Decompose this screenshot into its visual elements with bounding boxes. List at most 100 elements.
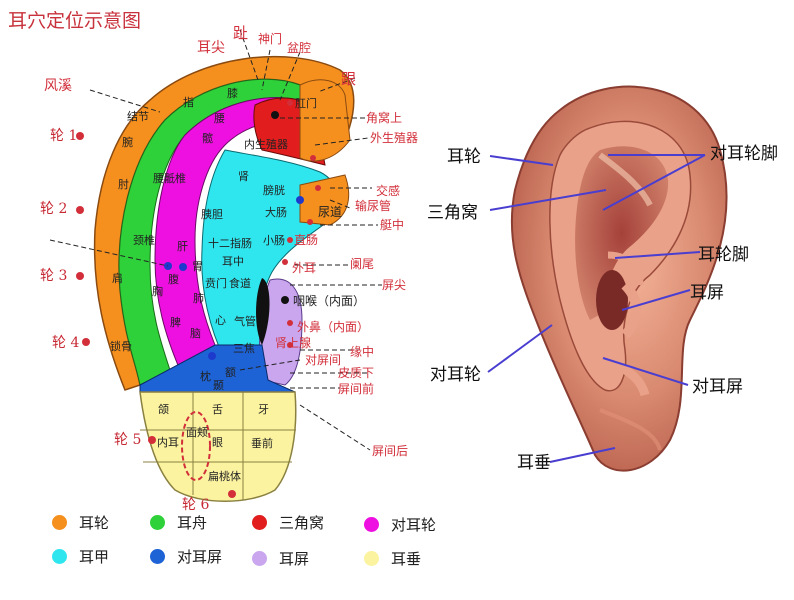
region-temple: 颞 xyxy=(213,379,224,392)
legend-dot xyxy=(252,515,267,530)
label-wind-stream: 风溪 xyxy=(44,78,72,94)
label-tri-fossa-upper: 角窝上 xyxy=(366,110,402,125)
legend-dot xyxy=(150,549,165,564)
legend-dot xyxy=(364,551,379,566)
region-abdomen: 腹 xyxy=(168,272,179,286)
label-anterior-intertragic: 屏间前 xyxy=(338,381,374,396)
color-legend: 耳轮 耳舟 三角窝 对耳轮 耳甲 对耳屏 耳屏 耳垂 xyxy=(52,508,472,588)
region-lumbar: 腰骶椎 xyxy=(153,171,186,185)
right-label-crura-antihelix: 对耳轮脚 xyxy=(710,144,778,164)
region-heart: 心 xyxy=(215,314,226,327)
region-neck-vertebra: 颈椎 xyxy=(133,233,155,247)
region-ear-center: 耳中 xyxy=(222,255,244,268)
label-tragus-apex: 屏尖 xyxy=(382,278,406,292)
label-appendix: 阑尾 xyxy=(350,256,374,271)
right-label-tragus: 耳屏 xyxy=(690,283,724,303)
right-label-helix-crus: 耳轮脚 xyxy=(698,245,749,265)
region-liver: 肝 xyxy=(177,240,188,253)
label-posterior-intertragic: 屏间后 xyxy=(372,444,408,458)
label-pharynx: 咽喉（内面） xyxy=(293,294,365,308)
region-trachea: 气管 xyxy=(234,314,256,328)
legend-item-scapha: 耳舟 xyxy=(150,512,207,533)
label-helix3: 轮 3 xyxy=(40,268,67,284)
label-subcortex: 皮质下 xyxy=(338,366,374,380)
label-ureter: 输尿管 xyxy=(355,198,391,213)
right-label-antihelix: 对耳轮 xyxy=(430,365,481,385)
label-adrenal: 肾上腺 xyxy=(275,336,311,350)
label-sympathetic: 交感 xyxy=(376,183,400,198)
label-helix5: 轮 5 xyxy=(114,432,141,448)
page-title: 耳穴定位示意图 xyxy=(8,10,142,32)
region-shoulder: 肩 xyxy=(112,271,123,285)
label-pelvic: 盆腔 xyxy=(287,40,311,55)
legend-dot xyxy=(52,515,67,530)
legend-dot xyxy=(150,515,165,530)
right-label-lobe: 耳垂 xyxy=(517,453,551,473)
legend-label: 耳舟 xyxy=(177,514,208,532)
region-waist: 腰 xyxy=(214,112,225,125)
region-cardia: 贲门 xyxy=(205,276,227,290)
label-external-genitals: 外生殖器 xyxy=(370,130,418,145)
region-knee: 膝 xyxy=(227,87,238,100)
label-shenmen: 神门 xyxy=(258,31,282,46)
region-brain: 脑 xyxy=(190,327,201,340)
region-face-cheek: 面颊 xyxy=(186,426,208,439)
legend-label: 耳垂 xyxy=(391,550,422,568)
legend-item-tragus: 耳屏 xyxy=(252,548,309,569)
legend-item-helix: 耳轮 xyxy=(52,512,109,533)
label-stem-middle: 艇中 xyxy=(380,217,404,232)
region-triple-burner: 三焦 xyxy=(233,342,255,355)
region-small-intestine: 小肠 xyxy=(263,234,285,247)
region-forehead: 额 xyxy=(225,366,236,379)
label-urethra: 尿道 xyxy=(318,205,342,219)
left-ear-map xyxy=(93,55,355,502)
label-ear-apex: 耳尖 xyxy=(197,40,225,56)
legend-label: 对耳轮 xyxy=(391,516,437,534)
region-clavicle: 锁骨 xyxy=(110,339,132,353)
right-ear-illustration xyxy=(510,85,728,472)
label-heel: 跟 xyxy=(341,70,356,88)
region-chest: 胸 xyxy=(152,284,163,298)
legend-item-lobe: 耳垂 xyxy=(364,548,421,569)
region-lung: 肺 xyxy=(193,292,204,305)
legend-dot xyxy=(364,517,379,532)
legend-label: 对耳屏 xyxy=(177,548,223,566)
label-external-nose: 外鼻（内面） xyxy=(297,319,369,334)
label-helix1: 轮 1 xyxy=(50,128,77,144)
region-bladder: 膀胱 xyxy=(263,183,285,197)
acupoint-dots xyxy=(76,100,321,498)
legend-item-concha: 耳甲 xyxy=(52,546,109,567)
region-occiput: 枕 xyxy=(200,369,211,383)
region-finger: 指 xyxy=(183,95,194,109)
label-intertragic: 对屏间 xyxy=(305,353,341,367)
legend-label: 耳甲 xyxy=(79,548,110,566)
region-duodenum: 十二指肠 xyxy=(208,236,252,250)
label-helix6: 轮 6 xyxy=(182,497,209,513)
right-label-helix: 耳轮 xyxy=(447,147,481,167)
region-spleen: 脾 xyxy=(170,315,181,329)
legend-item-antihelix: 对耳轮 xyxy=(364,514,436,535)
region-inner-ear: 内耳 xyxy=(157,435,179,449)
region-wrist: 腕 xyxy=(122,135,133,149)
label-toe: 趾 xyxy=(233,24,248,42)
region-uterus: 内生殖器 xyxy=(244,137,288,151)
region-pancreas: 胰胆 xyxy=(201,207,223,221)
legend-label: 耳屏 xyxy=(279,550,310,568)
region-tonsil: 扁桃体 xyxy=(208,469,241,483)
label-rectum: 直肠 xyxy=(294,233,318,247)
region-anus: 肛门 xyxy=(295,96,317,110)
ear-canal-opening xyxy=(256,278,270,345)
region-hip: 髋 xyxy=(202,131,213,145)
region-stomach: 胃 xyxy=(192,260,203,273)
region-tooth: 牙 xyxy=(258,403,269,416)
legend-dot xyxy=(252,551,267,566)
region-tongue: 舌 xyxy=(212,403,223,416)
region-anterior-lobe: 垂前 xyxy=(251,436,273,450)
legend-item-triangular-fossa: 三角窝 xyxy=(252,512,324,533)
label-external-ear: 外耳 xyxy=(292,261,316,275)
lobe-region xyxy=(139,391,297,502)
region-knot: 结节 xyxy=(127,110,149,123)
legend-item-antitragus: 对耳屏 xyxy=(150,546,222,567)
region-eye: 眼 xyxy=(212,436,223,449)
